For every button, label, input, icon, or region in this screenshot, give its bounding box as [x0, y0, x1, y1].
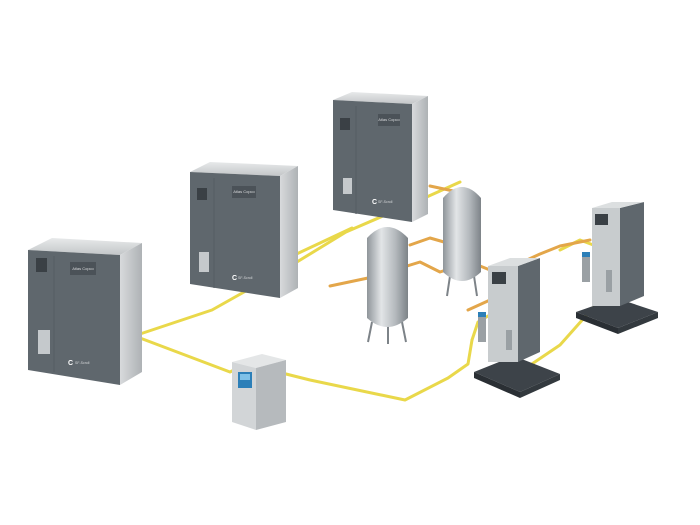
compressor-middle: Atlas Copco C SF-Scroll — [190, 162, 298, 298]
atlas-copco-logo — [378, 114, 400, 126]
model-label: SF-Scroll — [75, 361, 90, 365]
model-label: SF-Scroll — [238, 276, 253, 280]
inlet-grille — [343, 178, 352, 194]
brand-label: Atlas Copco — [233, 189, 255, 194]
air-receiver-tank-icon — [367, 227, 408, 344]
compressor-front: Atlas Copco C SF-Scroll — [28, 238, 142, 385]
atlas-copco-logo — [232, 186, 256, 198]
inlet-grille — [199, 252, 209, 272]
filter-housing — [582, 256, 590, 282]
inlet-grille — [38, 330, 50, 354]
atlas-copco-logo — [70, 262, 96, 275]
dryer-unit-icon — [474, 258, 560, 398]
control-cabinet-icon — [232, 354, 286, 430]
dryer-screen — [492, 272, 506, 284]
dryer-screen — [595, 214, 608, 225]
air-receiver-tank-icon — [443, 187, 481, 297]
brand-label: Atlas Copco — [378, 117, 400, 122]
filter-housing — [478, 316, 486, 342]
compressor-back: Atlas Copco C SF-Scroll — [333, 92, 428, 222]
display-screen — [36, 258, 47, 272]
display-screen — [197, 188, 207, 200]
display-screen — [340, 118, 350, 130]
brand-label: Atlas Copco — [72, 266, 94, 271]
badge-letter: C — [68, 360, 73, 367]
model-label: SF-Scroll — [378, 200, 393, 204]
badge-letter: C — [232, 275, 237, 282]
badge-letter: C — [372, 199, 377, 206]
dryer-unit-icon — [576, 202, 658, 334]
